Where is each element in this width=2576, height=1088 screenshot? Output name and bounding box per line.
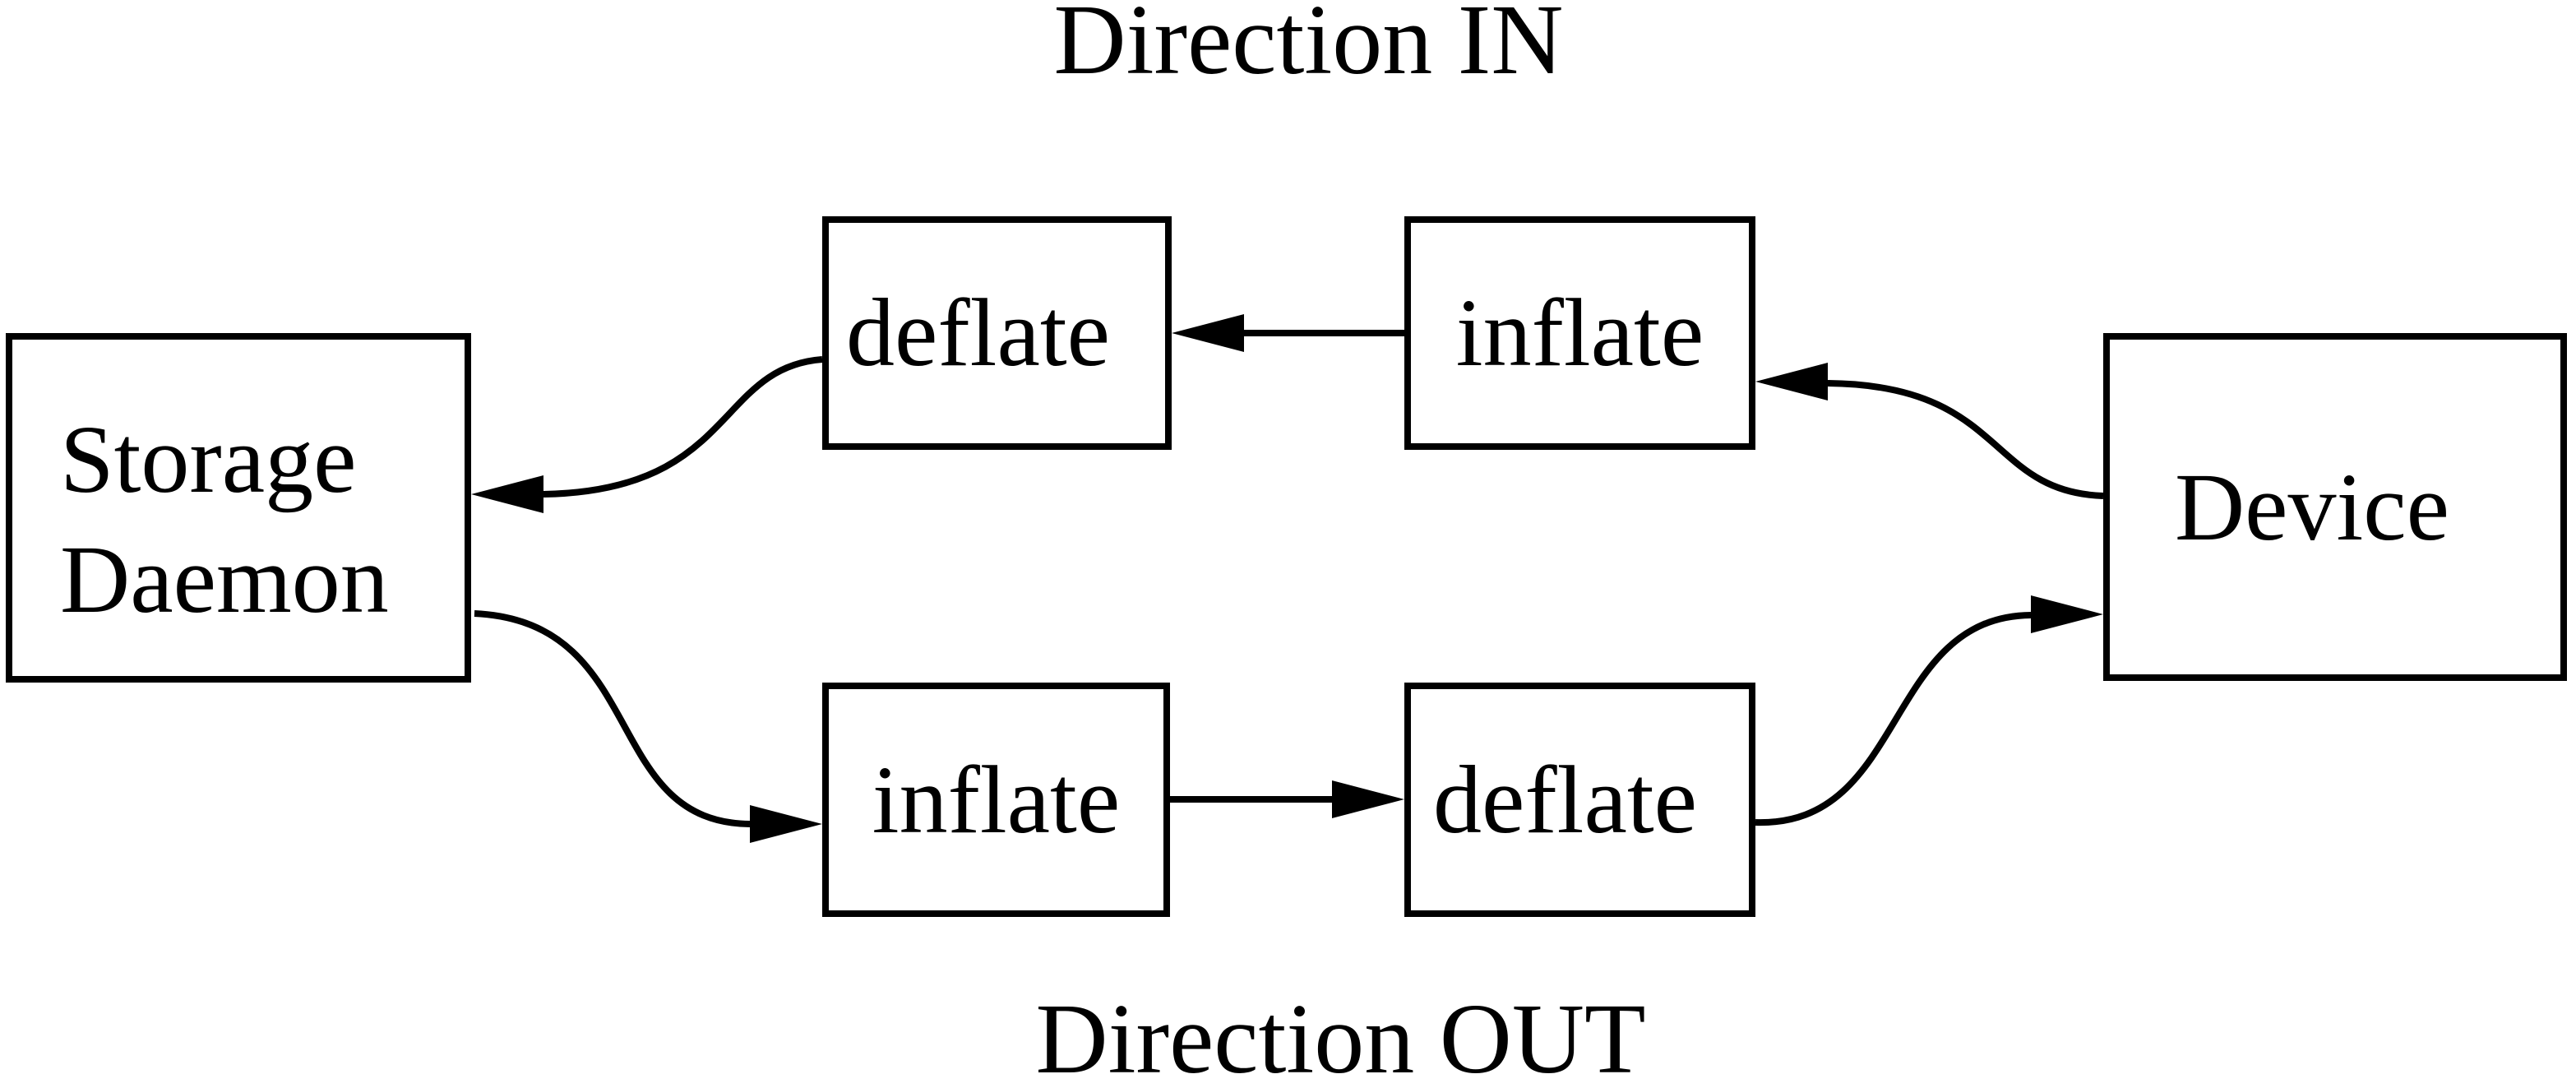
edge-storage-daemon-to-inflate-out bbox=[474, 610, 822, 843]
device-label: Device bbox=[2174, 452, 2450, 561]
arrowhead-left-icon bbox=[1172, 314, 1244, 352]
edge-deflate-in-to-storage-daemon bbox=[471, 356, 823, 513]
storage-daemon-label-line2: Daemon bbox=[60, 525, 389, 633]
edge-device-to-inflate-in bbox=[1755, 363, 2104, 499]
arrowhead-right-icon bbox=[1332, 780, 1404, 818]
edge-inflate-out-to-deflate-out bbox=[1170, 780, 1404, 818]
inflate-out-node: inflate bbox=[822, 683, 1170, 917]
direction-out-title: Direction OUT bbox=[1035, 984, 1646, 1088]
arrowhead-left-icon bbox=[1755, 363, 1828, 400]
arrowhead-right-icon bbox=[2031, 595, 2103, 633]
storage-daemon-node: Storage Daemon bbox=[6, 333, 471, 683]
inflate-in-node: inflate bbox=[1404, 216, 1755, 450]
inflate-in-label: inflate bbox=[1455, 279, 1704, 387]
deflate-in-label: deflate bbox=[846, 279, 1110, 387]
deflate-out-node: deflate bbox=[1404, 683, 1755, 917]
edge-deflate-out-to-device bbox=[1755, 595, 2103, 826]
arrowhead-right-icon bbox=[750, 805, 822, 843]
direction-in-title: Direction IN bbox=[1053, 0, 1564, 95]
storage-daemon-label-line1: Storage bbox=[60, 405, 357, 514]
deflate-in-node: deflate bbox=[822, 216, 1172, 450]
arrowhead-left-icon bbox=[471, 475, 543, 513]
deflate-out-label: deflate bbox=[1433, 745, 1697, 854]
device-node: Device bbox=[2103, 333, 2567, 681]
inflate-out-label: inflate bbox=[872, 745, 1121, 854]
edge-inflate-in-to-deflate-in bbox=[1172, 314, 1404, 352]
